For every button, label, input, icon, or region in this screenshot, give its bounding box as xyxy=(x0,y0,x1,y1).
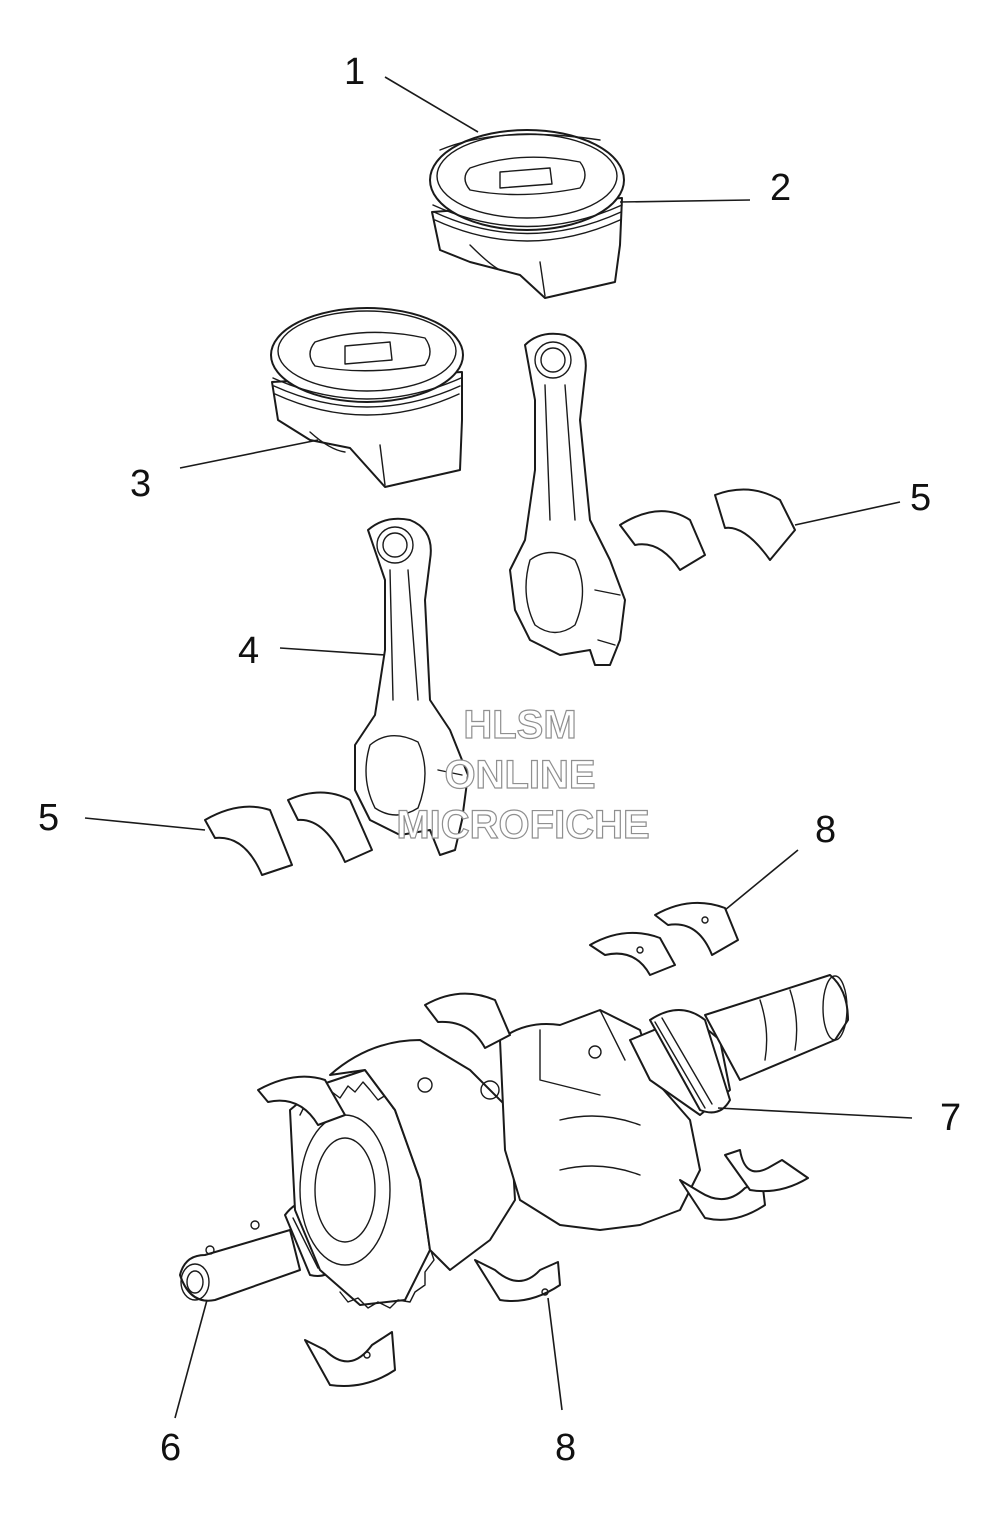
piston-lower[interactable] xyxy=(270,307,464,488)
leader-lines xyxy=(84,76,913,1419)
leader-8a xyxy=(724,849,799,911)
callout-5b: 5 xyxy=(38,797,59,839)
callout-6: 6 xyxy=(160,1427,181,1469)
main-bearing-shells-top[interactable] xyxy=(589,901,739,976)
leader-2 xyxy=(619,199,751,203)
leader-5a xyxy=(794,501,901,526)
watermark-line3: MICROFICHE xyxy=(396,803,649,847)
rod-bearing-shells-right[interactable] xyxy=(619,488,796,571)
watermark-line1: HLSM xyxy=(463,703,576,747)
leader-6 xyxy=(174,1299,208,1419)
connecting-rod-left[interactable] xyxy=(354,517,469,856)
leader-8b xyxy=(547,1297,563,1411)
leader-7 xyxy=(717,1107,913,1119)
callout-5a: 5 xyxy=(910,477,931,519)
watermark: HLSM ONLINE MICROFICHE xyxy=(396,702,651,847)
leader-1 xyxy=(384,76,479,133)
callout-4: 4 xyxy=(238,630,259,672)
rod-bearing-shells-left[interactable] xyxy=(204,791,373,876)
watermark-line2: ONLINE xyxy=(444,753,595,797)
callout-8b: 8 xyxy=(555,1427,576,1469)
callout-labels: 1 2 3 4 5 5 6 7 8 8 xyxy=(38,51,961,1469)
callout-8a: 8 xyxy=(815,809,836,851)
leader-3 xyxy=(179,439,319,469)
piston-upper[interactable] xyxy=(429,129,625,299)
connecting-rod-right[interactable] xyxy=(509,332,626,666)
leader-4 xyxy=(279,647,386,656)
callout-1: 1 xyxy=(344,51,365,93)
leader-5b xyxy=(84,817,206,831)
callout-3: 3 xyxy=(130,463,151,505)
callout-7: 7 xyxy=(940,1097,961,1139)
crankshaft[interactable] xyxy=(179,974,849,1309)
main-bearing-shells-crank[interactable] xyxy=(257,992,809,1387)
callout-2: 2 xyxy=(770,167,791,209)
